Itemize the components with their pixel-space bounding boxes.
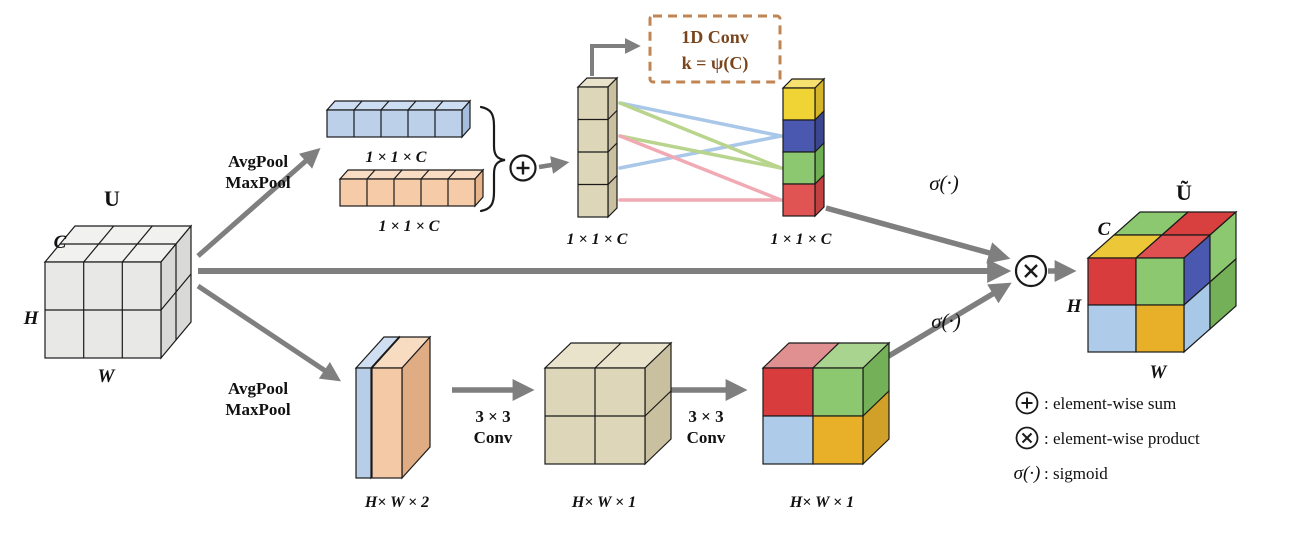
avg-vector-label: 1 × 1 × C (366, 149, 427, 166)
input-dim-w: W (98, 366, 116, 387)
channel-interaction-lines (618, 101, 783, 202)
spatial-sigmoid-label: σ(·) (931, 309, 961, 333)
legend-product-label: : element-wise product (1044, 429, 1200, 448)
conv3x3-a-line1: 3 × 3 (475, 407, 510, 426)
legend: : element-wise sum : element-wise produc… (1014, 391, 1200, 484)
legend-sigmoid-label: : sigmoid (1044, 464, 1108, 483)
avgpool-vector: 1 × 1 × C (325, 99, 472, 166)
pooled-map-label: H× W × 2 (364, 494, 429, 511)
max-vector-label: 1 × 1 × C (379, 218, 440, 235)
output-tensor-cube: Ũ C H W (1066, 180, 1238, 383)
spatial-mid-map: H× W × 1 (543, 341, 673, 511)
channel-sigmoid-label: σ(·) (929, 171, 959, 195)
conv3x3-a-line2: Conv (474, 428, 513, 447)
input-dim-h: H (23, 308, 40, 329)
elementwise-product-icon (1014, 254, 1048, 288)
channel-maxpool-label: MaxPool (225, 173, 290, 192)
elementwise-sum-icon (509, 154, 537, 182)
channel-attention-label: 1 × 1 × C (771, 231, 832, 248)
legend-sum-label: : element-wise sum (1044, 394, 1176, 413)
channel-avgpool-label: AvgPool (228, 152, 288, 171)
output-dim-w: W (1150, 362, 1168, 383)
conv1d-box: 1D Conv k = ψ(C) (648, 14, 782, 84)
legend-product-icon (1015, 426, 1039, 450)
flow-arrows (196, 38, 1077, 401)
arrow-input-to-channel-branch (196, 148, 321, 258)
input-tensor-label: U (104, 186, 120, 211)
output-dim-h: H (1066, 296, 1083, 317)
conv1d-label-line2: k = ψ(C) (682, 53, 749, 74)
spatial-attention-map: H× W × 1 (761, 341, 891, 511)
input-dim-c: C (54, 232, 67, 253)
legend-sum-icon (1015, 391, 1039, 415)
spatial-pooled-maps: H× W × 2 (354, 335, 432, 511)
arrow-sum-to-stack (538, 156, 570, 174)
arrow-spatial-sigmoid-to-product (870, 282, 1012, 369)
maxpool-vector: 1 × 1 × C (338, 168, 485, 235)
arrow-input-to-spatial-branch (196, 283, 341, 382)
spatial-attention-label: H× W × 1 (789, 494, 854, 511)
output-dim-c: C (1098, 219, 1111, 240)
output-tensor-label: Ũ (1176, 180, 1192, 205)
conv1d-label-line1: 1D Conv (681, 27, 749, 47)
spatial-maxpool-label: MaxPool (225, 400, 290, 419)
input-tensor-cube: U C H W (23, 186, 193, 387)
arrow-stack-to-conv1d (590, 38, 641, 76)
spatial-avgpool-label: AvgPool (228, 379, 288, 398)
arrow-channel-sigmoid-to-product (825, 205, 1011, 264)
mid-map-label: H× W × 1 (571, 494, 636, 511)
channel-attention-stack: 1 × 1 × C (771, 77, 832, 248)
brace (479, 105, 506, 213)
conv3x3-b-line2: Conv (687, 428, 726, 447)
legend-sigmoid-symbol: σ(·) (1014, 463, 1041, 484)
summed-vector-stack: 1 × 1 × C (567, 76, 628, 248)
sum-vector-label: 1 × 1 × C (567, 231, 628, 248)
conv3x3-b-line1: 3 × 3 (688, 407, 723, 426)
